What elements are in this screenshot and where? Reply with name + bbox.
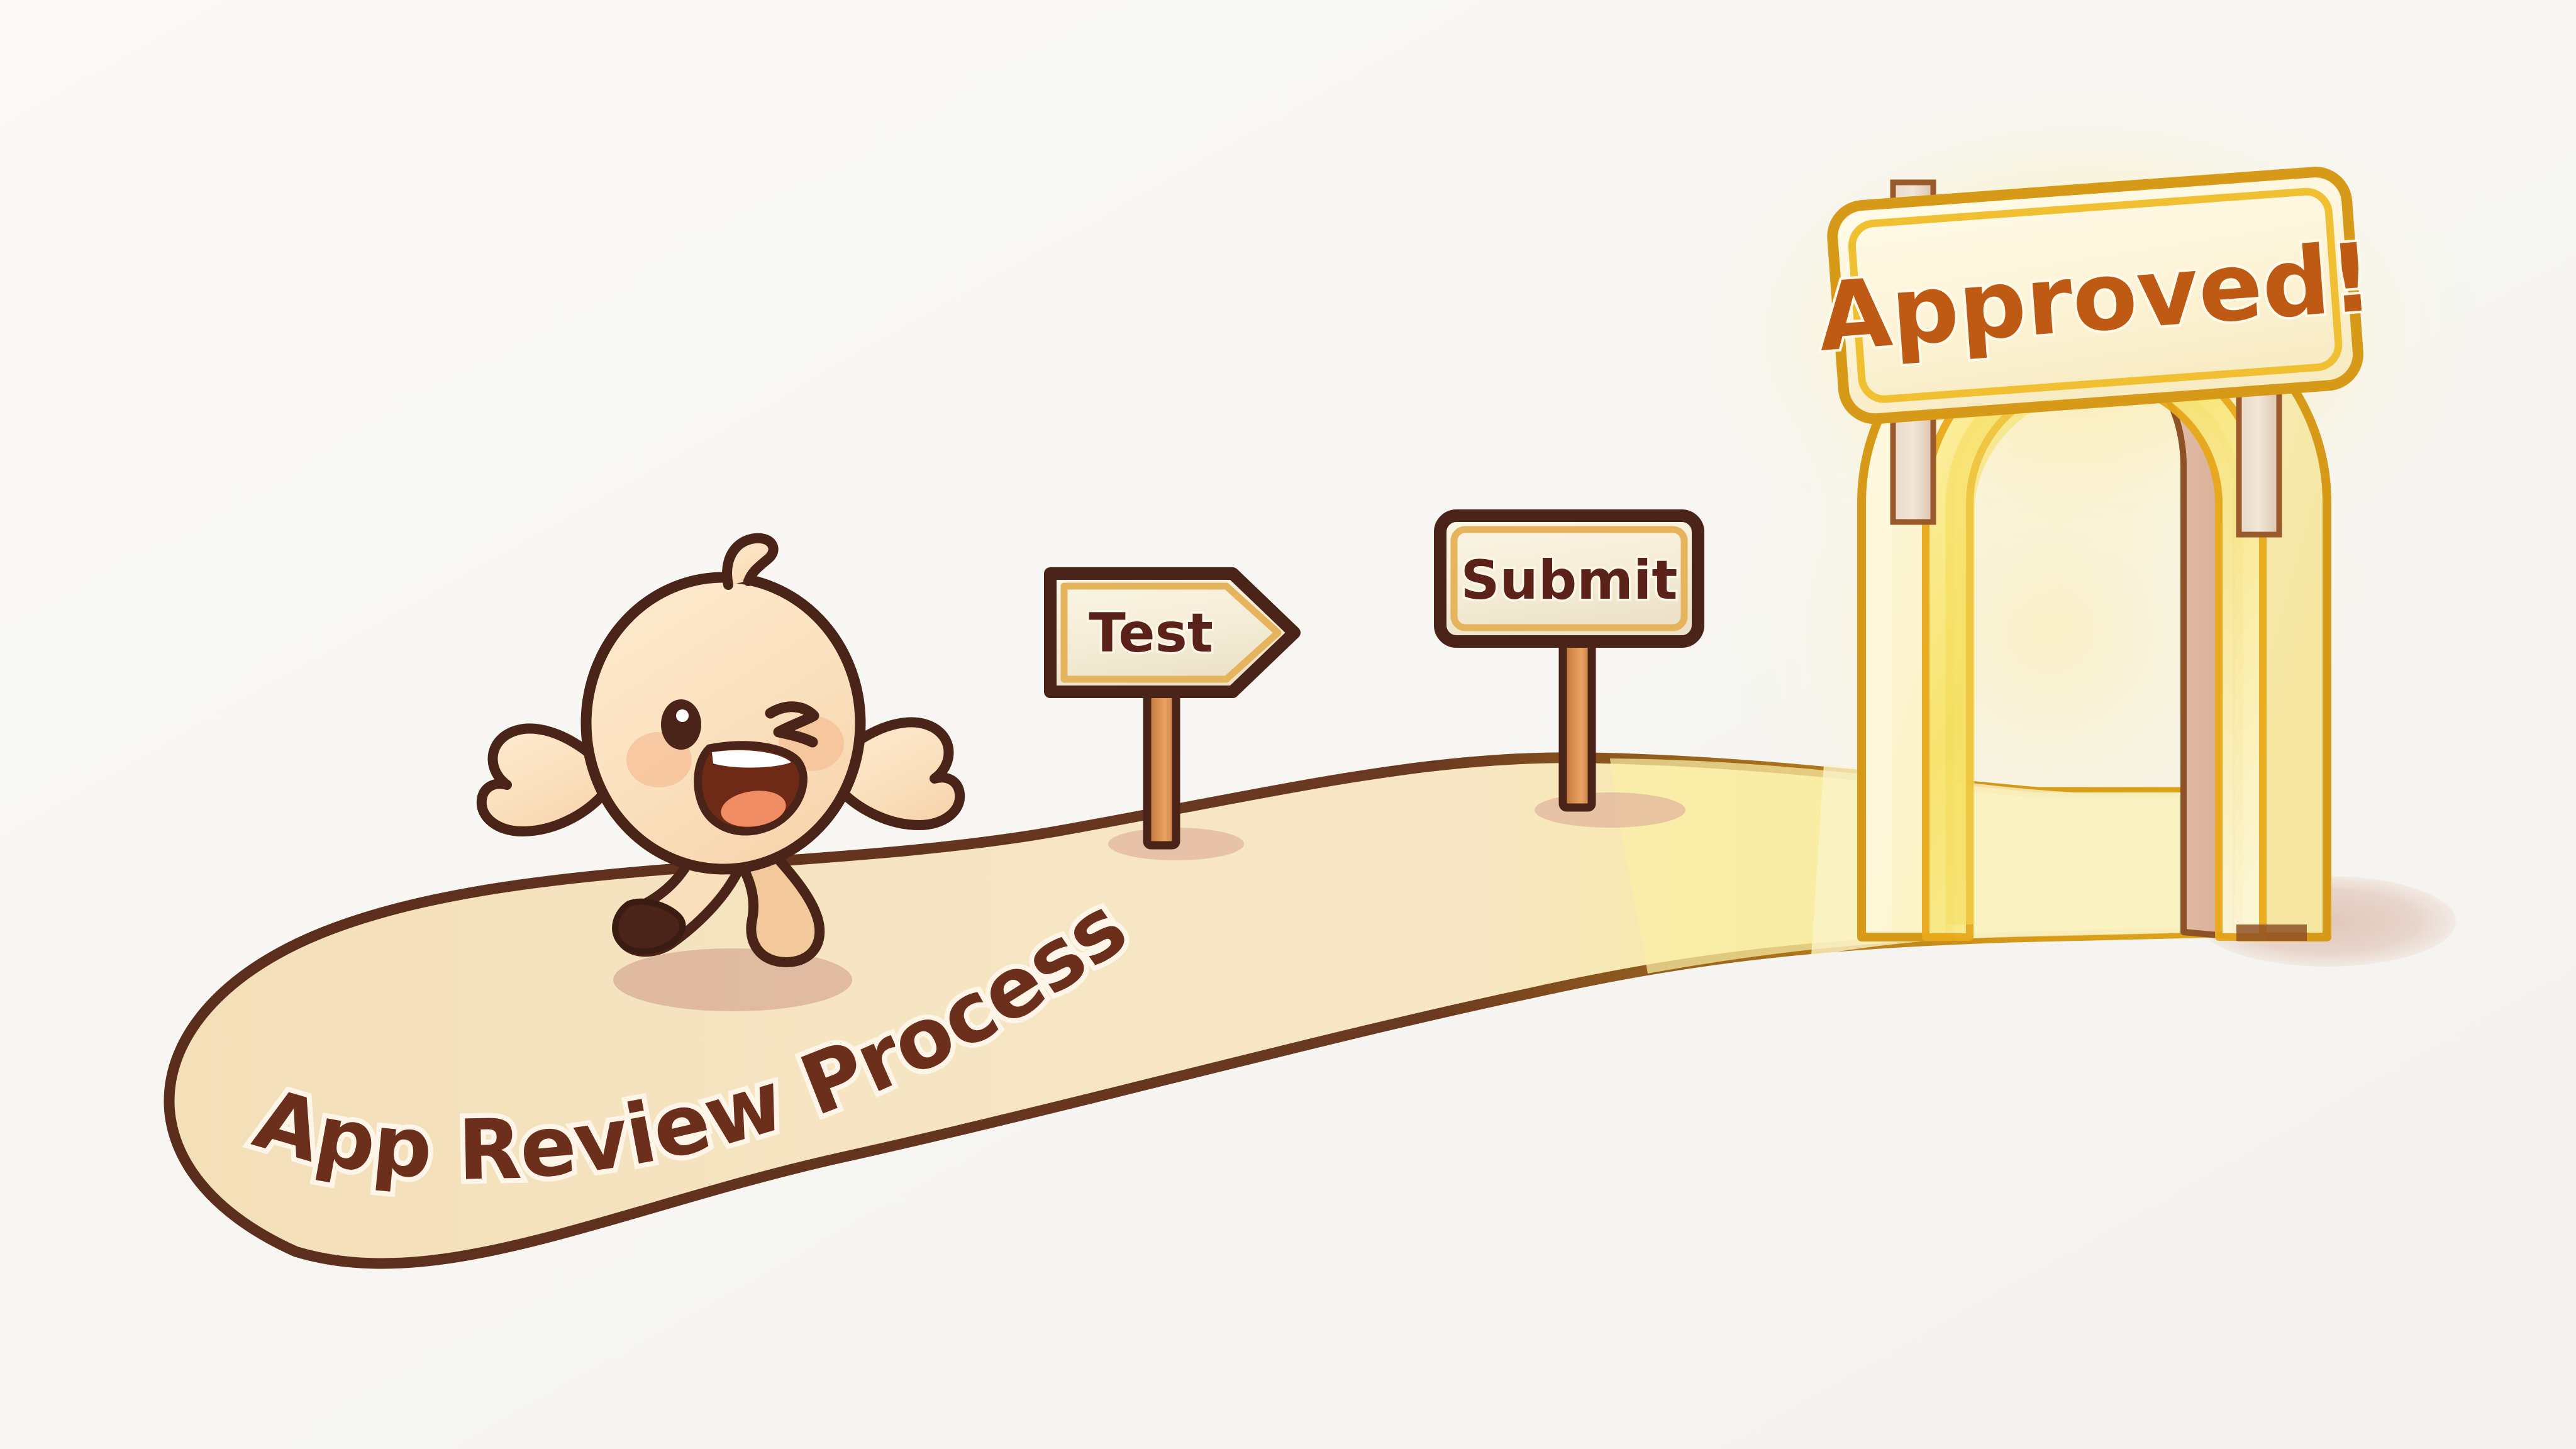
arch-inner-highlight xyxy=(1946,369,2049,924)
mascot-right-arm xyxy=(833,717,965,830)
test-sign-label: Test xyxy=(1089,602,1213,665)
mascot-tongue xyxy=(721,791,786,827)
mascot-eye-highlight xyxy=(676,709,689,722)
arch-right-pillar-foot xyxy=(2236,924,2307,941)
submit-sign-label: Submit xyxy=(1461,549,1678,612)
submit-sign-board xyxy=(1434,509,1704,648)
arch-left-highlight xyxy=(1867,335,1956,931)
mascot-hair-curl xyxy=(722,533,779,590)
mascot-teeth xyxy=(712,750,791,768)
mascot-winking-eye xyxy=(765,701,819,748)
test-sign-board xyxy=(1044,567,1301,698)
test-sign[interactable]: Test xyxy=(1044,567,1301,860)
approved-sign-board xyxy=(1827,167,2363,425)
mascot-shoe xyxy=(612,898,686,955)
approved-sign-inner-border xyxy=(1848,187,2343,403)
submit-sign-shadow xyxy=(1535,792,1685,828)
running-mascot xyxy=(476,533,965,1011)
mascot-ground-shadow xyxy=(613,948,852,1011)
mascot-left-arm xyxy=(476,723,609,836)
test-sign-inner-border xyxy=(1060,582,1282,683)
submit-sign[interactable]: Submit xyxy=(1434,509,1704,828)
approved-sign-label: Approved! xyxy=(1814,223,2377,373)
mascot-open-eye xyxy=(661,699,701,750)
approved-sign[interactable]: Approved! xyxy=(1811,167,2380,538)
submit-sign-inner-border xyxy=(1450,526,1688,631)
